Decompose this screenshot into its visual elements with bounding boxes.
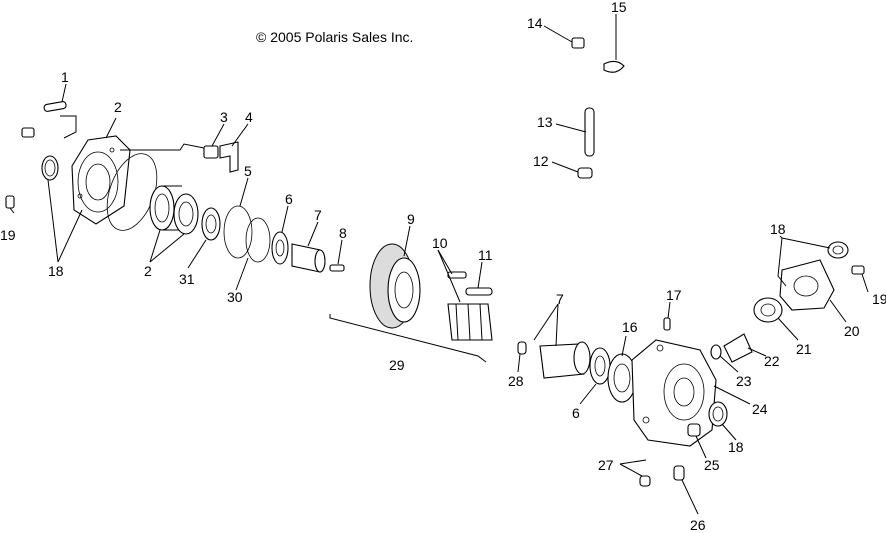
callout-24: 24 [752,401,768,417]
callout-12: 12 [533,153,549,169]
callout-22: 22 [764,353,780,369]
callout-14: 14 [527,15,543,31]
part-bracket-4 [219,141,239,173]
callout-17: 17 [666,287,682,303]
callout-9: 9 [407,211,415,227]
callout-25: 25 [704,457,720,473]
callout-20: 20 [844,323,860,339]
part-seal-18-top [827,241,849,259]
callout-16: 16 [622,319,638,335]
callout-1: 1 [61,69,69,85]
part-pin-8 [329,264,345,272]
copyright-text: © 2005 Polaris Sales Inc. [256,29,413,45]
part-spacer-31 [201,207,221,241]
part-seal-18-left [41,155,59,181]
callout-6: 6 [285,191,293,207]
part-bearing-6-right [589,347,611,385]
part-pin-17 [663,317,671,331]
part-clip-15 [603,60,625,73]
callout-13: 13 [537,114,553,130]
part-seal-21 [753,297,783,323]
part-pinion-22 [723,333,753,363]
part-bushing-small [21,127,35,138]
part-pin-11 [465,287,493,296]
callout-8: 8 [339,225,347,241]
callout-5: 5 [244,163,252,179]
callout-23: 23 [736,373,752,389]
callout-4: 4 [245,109,253,125]
callout-29: 29 [389,357,405,373]
part-block-3 [203,145,219,159]
part-plug-26 [673,465,685,481]
callout-19-right: 19 [872,291,886,307]
part-bolt-19-left [5,195,15,214]
callout-18-top: 18 [770,221,786,237]
part-snap-ring-5 [223,205,253,259]
callout-2: 2 [114,99,122,115]
part-cover-2 [71,135,131,225]
part-dowel-pin-1 [43,101,67,112]
part-plug-25 [687,423,701,437]
callout-27: 27 [598,457,614,473]
callout-26: 26 [690,517,706,533]
leader-lines [47,14,869,515]
callout-2-lower: 2 [144,263,152,279]
callout-6-right: 6 [572,405,580,421]
part-sleeve-7 [291,243,326,273]
part-washer-23 [710,344,722,360]
callout-21: 21 [796,341,812,357]
part-shaft-13 [584,107,595,157]
part-bearing-6 [271,231,289,265]
callout-18-left: 18 [48,263,64,279]
part-spring-10a [447,271,467,279]
part-ring-gear-9 [369,243,421,329]
part-snap-ring-30 [245,217,271,263]
part-housing-24 [631,339,717,447]
part-bolt-27 [639,475,651,487]
callout-11: 11 [478,247,493,263]
callout-19-left: 19 [0,227,16,243]
part-nut-12 [577,167,593,179]
callout-10: 10 [432,235,448,251]
part-bolt-19-right [851,265,865,275]
callout-7-right: 7 [556,291,564,307]
callout-18-right: 18 [728,439,744,455]
part-sleeve-7-right [539,341,591,379]
part-bolt-14 [571,37,585,49]
part-seal-18-right [708,401,728,427]
part-roller-cage-10 [447,303,493,341]
callout-15: 15 [611,0,627,15]
callout-3: 3 [220,109,228,125]
callout-7: 7 [314,207,322,223]
part-bearing-2b [173,193,199,235]
callout-28: 28 [508,373,524,389]
callout-31: 31 [179,271,195,287]
part-output-housing-20 [779,259,835,311]
part-seal-28 [517,341,527,355]
callout-30: 30 [227,289,243,305]
